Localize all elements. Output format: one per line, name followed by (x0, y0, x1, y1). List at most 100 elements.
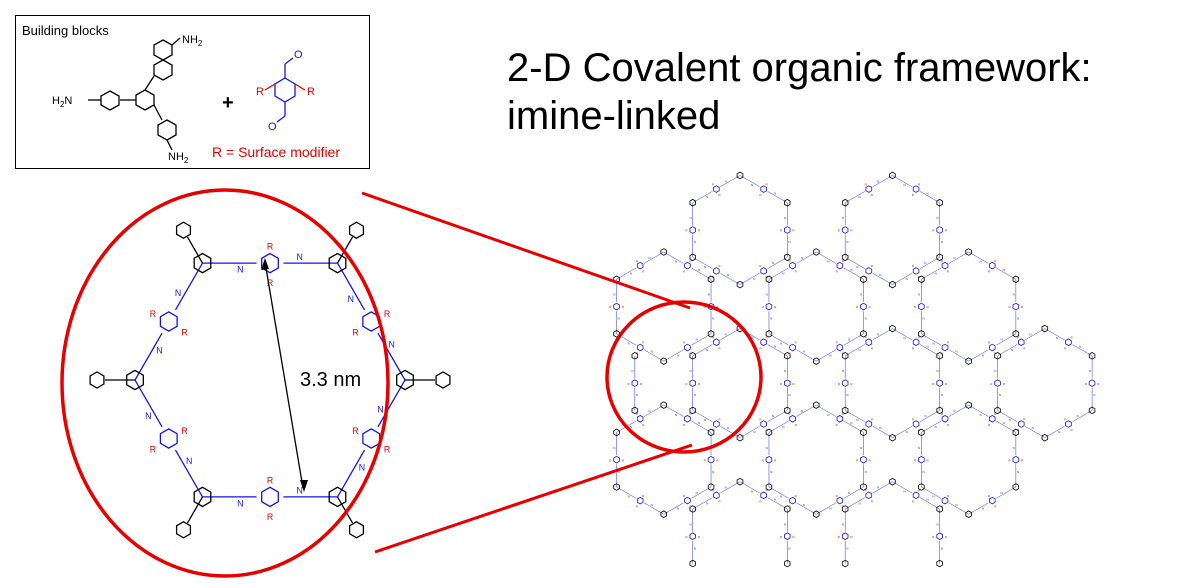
lattice-linker-23-r-b: R (869, 305, 872, 309)
lattice-linker-65-imine-b (996, 420, 1016, 433)
lattice-linker-5-aldehyde-ring (784, 226, 791, 234)
lattice-linker-46-r-b: R (1017, 335, 1020, 339)
lattice-linker-37-n-a: N (924, 414, 926, 418)
lattice-node-33-core (736, 433, 744, 442)
lattice-linker-59-imine-b (843, 420, 864, 433)
lattice-linker-56-n-b: N (780, 495, 782, 499)
lattice-linker-15-imine-a (616, 267, 637, 280)
lattice-linker-47-r-a: R (1064, 346, 1067, 350)
lattice-linker-40-imine-a (845, 344, 865, 357)
lattice-linker-34-r-a: R (718, 346, 721, 350)
lattice-node-69-core (689, 559, 696, 568)
zoom-node-3-core (396, 369, 414, 391)
lattice-node-42-core (889, 324, 896, 333)
lattice-linker-56-imine-a (796, 502, 817, 515)
ald-co-top (284, 57, 294, 65)
lattice-node-19-core (813, 357, 820, 365)
lattice-linker-23-r-a: R (856, 305, 859, 309)
lattice-node-71-core (736, 477, 744, 486)
lattice-linker-60-aldehyde-ring (860, 455, 867, 464)
lattice-linker-15-r-a: R (642, 270, 645, 274)
zoom-linker-5-n-b: N (145, 411, 151, 421)
lattice-node-8-core (841, 253, 849, 262)
lattice-node-23-core (860, 275, 867, 284)
lattice-linker-62-n-b: N (932, 495, 934, 499)
bond-bottom (153, 104, 163, 121)
lattice-linker-69-imine-a (739, 481, 760, 494)
lattice-linker-64-r-a: R (947, 423, 950, 427)
lattice-linker-6-n-a: N (924, 261, 926, 265)
lattice-linker-12-aldehyde-ring (684, 343, 691, 352)
lattice-linker-30-r-a: R (627, 382, 630, 386)
lattice-linker-62-aldehyde-ring (941, 496, 949, 505)
lattice-linker-4-n-b: N (774, 191, 776, 195)
lattice-linker-13-imine-a (644, 349, 664, 362)
zoom-linker-3-imine-a (377, 379, 406, 428)
lattice-linker-32-n-b: N (704, 418, 706, 422)
lattice-linker-38-aldehyde-ring (865, 420, 873, 428)
lattice-node-31-core (631, 352, 639, 360)
lattice-linker-5-r-a: R (780, 229, 783, 233)
lattice-linker-33-r-b: R (685, 382, 688, 386)
lattice-linker-3-aldehyde-ring (713, 185, 720, 193)
lattice-linker-25-n-a: N (955, 350, 957, 354)
lattice-linker-72-aldehyde-ring (865, 491, 873, 500)
lattice-linker-68-imine-b (720, 481, 741, 494)
lattice-linker-52-n-a: N (630, 425, 632, 429)
amine-core-ring (135, 89, 155, 111)
lattice-linker-34-r-b: R (712, 335, 715, 339)
lattice-linker-28-r-a: R (988, 270, 991, 274)
lattice-linker-41-r-a: R (912, 346, 915, 350)
lattice-linker-30-n-b: N (636, 393, 638, 397)
lattice-linker-2-aldehyde-ring (689, 226, 696, 234)
lattice-linker-32-r-a: R (718, 417, 721, 421)
lattice-linker-50-r-a: R (642, 494, 645, 498)
lattice-linker-6-r-a: R (912, 264, 915, 268)
zoom-linker-4-aldehyde-ring (261, 486, 279, 508)
lattice-linker-63-aldehyde-ring (918, 455, 925, 464)
lattice-node-68-core (784, 559, 791, 568)
lattice-linker-47-n-b: N (1079, 344, 1081, 348)
lattice-linker-65-r-a: R (988, 423, 991, 427)
zoom-node-phenyl-2 (348, 221, 365, 239)
zoom-node-phenyl-5 (175, 521, 192, 539)
lattice-node-74-core (841, 559, 849, 568)
lattice-node-1-core (736, 280, 744, 289)
lattice-node-66-core (965, 401, 972, 409)
lattice-linker-43-n-b: N (1058, 430, 1060, 434)
zoom-linker-1-n-a: N (237, 265, 243, 275)
lattice-linker-7-imine-a (872, 273, 893, 285)
lattice-linker-40-n-b: N (877, 332, 879, 336)
lattice-linker-29-r-b: R (1021, 305, 1024, 309)
zoom-circle (60, 188, 390, 578)
lattice-linker-57-n-a: N (770, 470, 772, 474)
lattice-linker-74-r-a: R (932, 535, 935, 539)
lattice-linker-10-r-b: R (918, 182, 921, 186)
lattice-linker-20-r-a: R (774, 305, 777, 309)
lattice-linker-72-r-b: R (865, 489, 868, 493)
heading-line-1: 2-D Covalent organic framework: (507, 46, 1092, 90)
lattice-linker-65-r-b: R (994, 412, 997, 416)
lattice-linker-34-n-b: N (725, 332, 727, 336)
zoom-linker-2-n-a: N (348, 294, 354, 304)
lattice-linker-20-aldehyde-ring (765, 302, 773, 311)
lattice-node-70-core (689, 505, 696, 513)
lattice-linker-15-r-b: R (636, 259, 639, 263)
lattice-linker-43-aldehyde-ring (1065, 420, 1072, 428)
lattice-linker-67-n-a: N (694, 546, 696, 550)
lattice-linker-61-imine-a (996, 486, 1016, 499)
lattice-linker-22-n-a: N (827, 260, 829, 264)
lattice-linker-21-n-a: N (782, 272, 784, 276)
lattice-node-61-core (860, 428, 867, 437)
lattice-node-54-core (660, 401, 667, 409)
lattice-linker-48-n-a: N (1089, 369, 1091, 373)
lattice-linker-32-r-b: R (712, 428, 715, 432)
amine-left-ring (100, 90, 120, 111)
nh2-bottom: NH2 (168, 151, 189, 165)
aldehyde-o-bottom: O (268, 121, 277, 133)
lattice-linker-1-n-b: N (704, 265, 706, 269)
lattice-linker-25-imine-a (948, 349, 969, 362)
lattice-node-13-core (660, 357, 667, 365)
